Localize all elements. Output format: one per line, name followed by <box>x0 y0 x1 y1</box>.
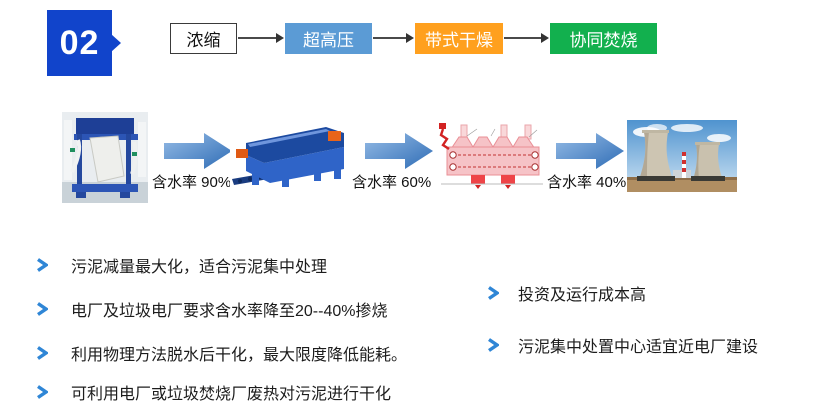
bullet-text: 可利用电厂或垃圾焚烧厂废热对污泥进行干化 <box>71 386 392 403</box>
bullet-text: 电厂及垃圾电厂要求含水率降至20--40%掺烧 <box>71 303 388 320</box>
flow-step-label: 浓缩 <box>186 31 221 50</box>
flow-connector-arrowhead-icon <box>541 33 549 43</box>
bullet-item: 污泥集中处置中心适宜近电厂建设 <box>487 334 758 356</box>
chevron-right-icon <box>487 286 499 300</box>
flow-connector-arrowhead-icon <box>276 33 284 43</box>
section-number-badge: 02 <box>47 10 112 76</box>
bullet-item: 电厂及垃圾电厂要求含水率降至20--40%掺烧 <box>36 298 387 320</box>
bullet-text: 污泥减量最大化，适合污泥集中处理 <box>71 259 328 276</box>
bullet-text: 污泥集中处置中心适宜近电厂建设 <box>518 339 759 356</box>
chevron-right-icon <box>36 346 48 360</box>
flow-connector <box>504 37 541 39</box>
chevron-right-icon <box>487 338 499 352</box>
chamber-filter-press-photo <box>230 121 350 193</box>
belt-thickener-photo <box>62 112 148 203</box>
moisture-label: 含水率 60% <box>352 174 432 191</box>
process-arrow-icon <box>365 133 433 169</box>
flow-step-thicken: 浓缩 <box>170 23 237 54</box>
flow-step-label: 带式干燥 <box>425 31 493 50</box>
chevron-right-icon <box>36 258 48 272</box>
section-number: 02 <box>59 23 100 62</box>
chevron-right-icon <box>36 385 48 399</box>
process-arrow-icon <box>164 133 232 169</box>
flow-step-label: 协同焚烧 <box>569 31 638 50</box>
belt-dryer-diagram <box>437 117 550 195</box>
moisture-label: 含水率 40% <box>547 174 627 191</box>
chevron-right-icon <box>36 302 48 316</box>
bullet-item: 投资及运行成本高 <box>487 282 646 304</box>
flow-connector <box>373 37 406 39</box>
flow-step-belt-drying: 带式干燥 <box>415 23 503 54</box>
bullet-item: 可利用电厂或垃圾焚烧厂废热对污泥进行干化 <box>36 381 391 403</box>
flow-connector <box>238 37 276 39</box>
flow-connector-arrowhead-icon <box>406 33 414 43</box>
bullet-text: 利用物理方法脱水后干化，最大限度降低能耗。 <box>71 347 408 364</box>
bullet-text: 投资及运行成本高 <box>518 287 647 304</box>
bullet-item: 利用物理方法脱水后干化，最大限度降低能耗。 <box>36 342 407 364</box>
flow-step-ultra-high-pressure: 超高压 <box>285 23 372 54</box>
process-arrow-icon <box>556 133 624 169</box>
flow-step-label: 超高压 <box>303 31 354 50</box>
flow-step-co-incineration: 协同焚烧 <box>550 23 657 54</box>
power-plant-cooling-towers-photo <box>627 120 737 192</box>
moisture-label: 含水率 90% <box>152 174 232 191</box>
bullet-item: 污泥减量最大化，适合污泥集中处理 <box>36 254 327 276</box>
